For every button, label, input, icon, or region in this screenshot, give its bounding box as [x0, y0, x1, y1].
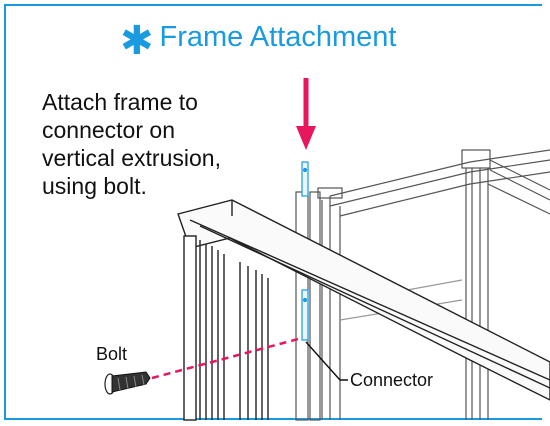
title-text: Frame Attachment	[159, 21, 397, 53]
bolt-illustration	[104, 371, 151, 395]
bolt-label: Bolt	[96, 344, 128, 364]
connector-leader-line	[305, 341, 348, 381]
attaching-frame	[177, 199, 550, 421]
panel-border	[4, 4, 542, 420]
asterisk-icon: ✱	[120, 18, 154, 64]
diagram-title: ✱Frame Attachment	[120, 18, 396, 64]
instruction-line: connector on	[42, 117, 175, 143]
instruction-line: using bolt.	[42, 173, 147, 199]
connector-label: Connector	[350, 370, 434, 390]
bolt-path-line	[151, 336, 303, 380]
instruction-line: vertical extrusion,	[42, 145, 221, 171]
attach-direction-arrow	[296, 78, 316, 150]
instruction-text: Attach frame to connector on vertical ex…	[42, 88, 282, 200]
instruction-line: Attach frame to	[42, 89, 198, 115]
connector-piece	[301, 161, 309, 341]
